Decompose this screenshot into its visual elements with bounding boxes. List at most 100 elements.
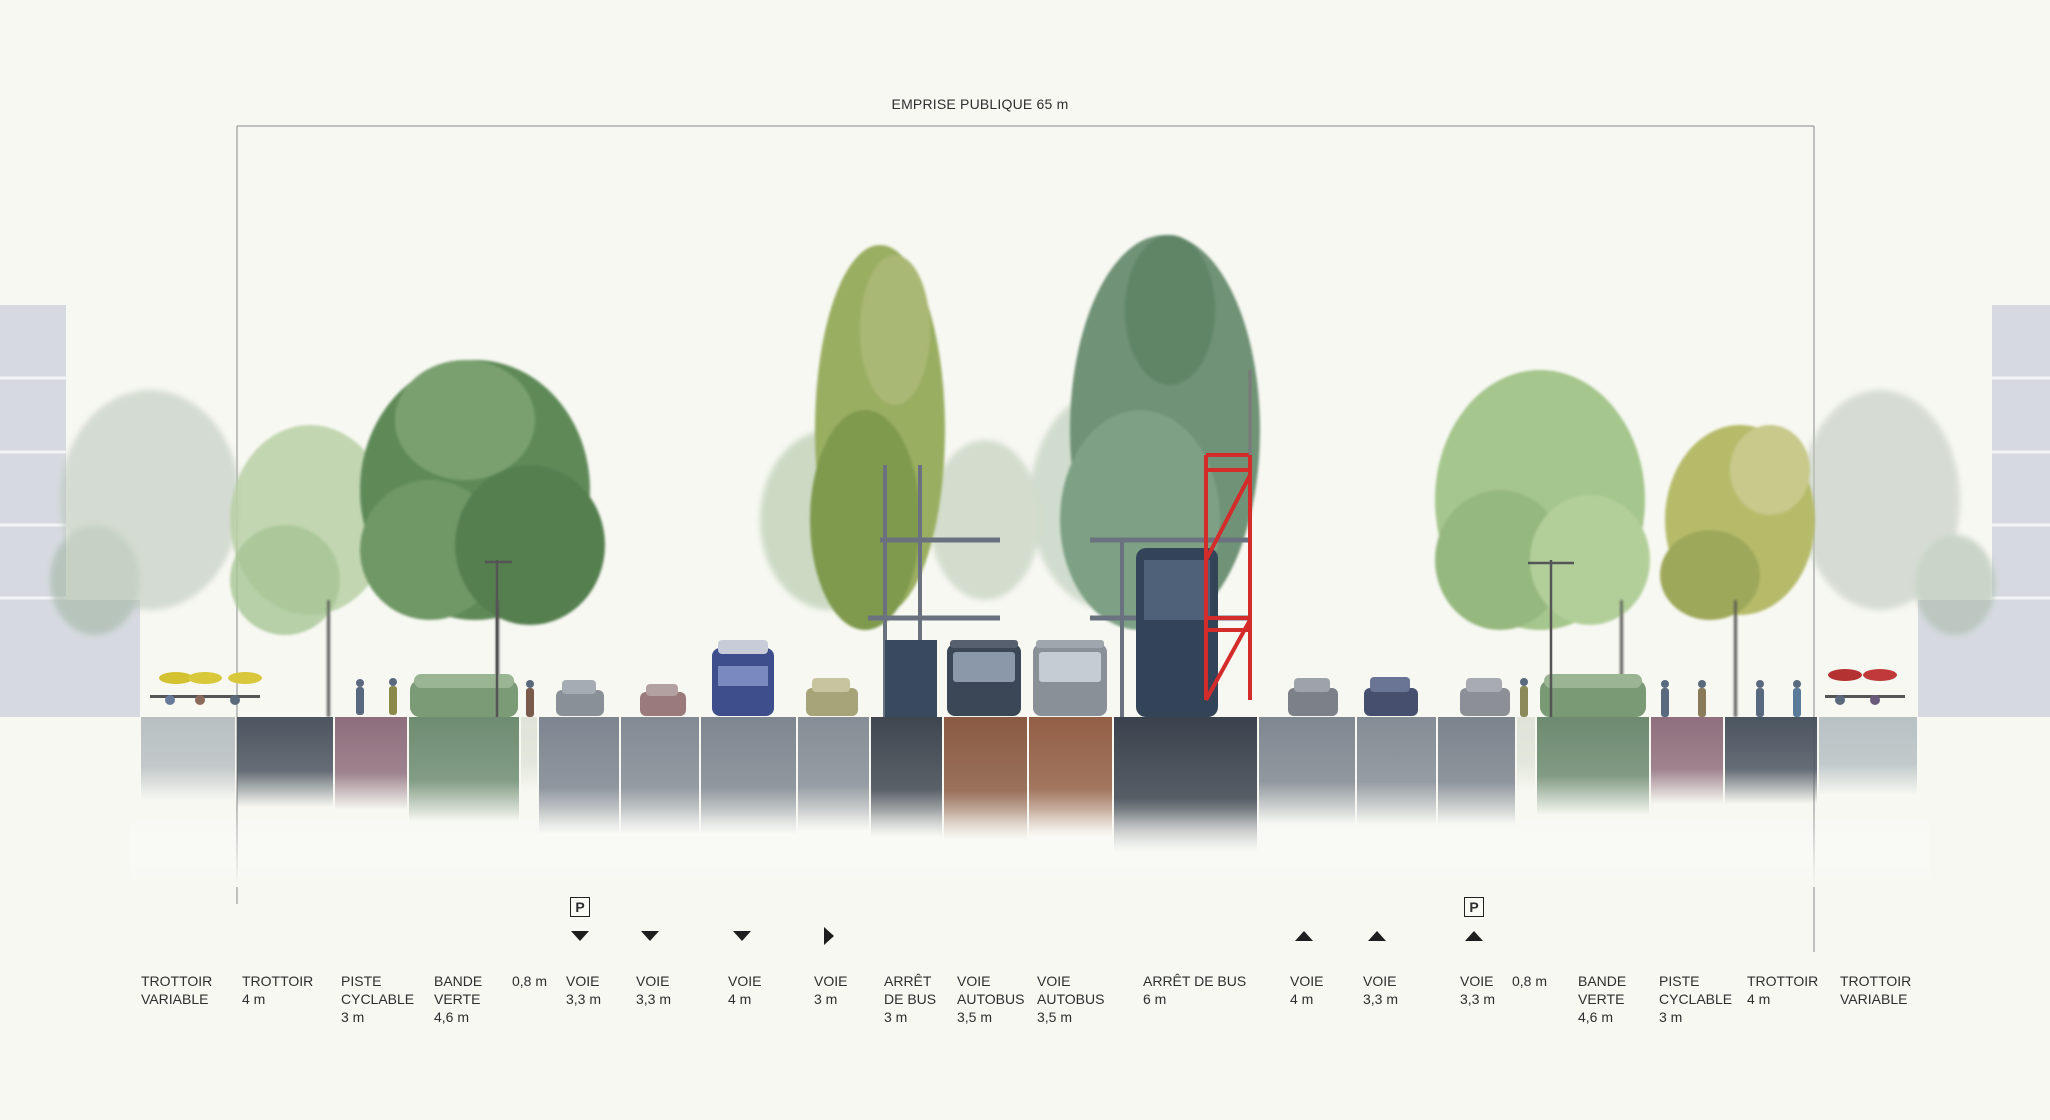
segment-label-line: TROTTOIR: [1840, 973, 1912, 989]
segment-label-line: 6 m: [1143, 991, 1167, 1007]
segment-label: TROTTOIR VARIABLE: [141, 972, 212, 1008]
segment-label-line: VOIE: [1363, 973, 1397, 989]
segment-label: BANDE VERTE 4,6 m: [1578, 972, 1626, 1026]
segment-label: BANDE VERTE 4,6 m: [434, 972, 482, 1026]
parking-sign: P: [570, 897, 590, 917]
segment-label: TROTTOIR VARIABLE: [1840, 972, 1911, 1008]
segment-label: VOIE AUTOBUS 3,5 m: [957, 972, 1024, 1026]
segment-label-line: 3 m: [884, 1009, 908, 1025]
segment-label: 0,8 m: [1512, 972, 1547, 990]
segment-label-line: VARIABLE: [141, 991, 209, 1007]
segment-label-line: CYCLABLE: [341, 991, 415, 1007]
segment-label-line: 4,6 m: [1578, 1009, 1614, 1025]
segment-label-line: 3 m: [341, 1009, 365, 1025]
strip-fade: [130, 717, 1930, 887]
segment-label-line: VOIE: [636, 973, 670, 989]
segment-label: TROTTOIR 4 m: [242, 972, 313, 1008]
segment-label-line: 4 m: [1747, 991, 1771, 1007]
segment-label-line: VERTE: [1578, 991, 1625, 1007]
emprise-title: EMPRISE PUBLIQUE 65 m: [891, 96, 1069, 112]
segment-label-line: 4 m: [1290, 991, 1314, 1007]
direction-arrow-up: [1295, 931, 1313, 941]
direction-arrow-down: [733, 931, 751, 941]
cafe-terrace-left: [150, 672, 262, 705]
segment-label-line: 3 m: [814, 991, 838, 1007]
bus-stop-shelter-right: [1090, 537, 1250, 717]
segment-label-line: VOIE: [1037, 973, 1071, 989]
tree-right-yellow: [1660, 425, 1815, 717]
segment-label-line: 4 m: [242, 991, 266, 1007]
direction-arrow-down: [641, 931, 659, 941]
signal-mast: [1204, 370, 1252, 701]
segment-label-line: 3,5 m: [957, 1009, 993, 1025]
segment-label-line: 0,8 m: [1512, 973, 1548, 989]
segment-label: VOIE 3,3 m: [1460, 972, 1495, 1008]
bus-stop-shelter-left: [868, 465, 1000, 717]
tree-center-left: [810, 245, 945, 630]
segment-label: 0,8 m: [512, 972, 547, 990]
segment-label-line: AUTOBUS: [957, 991, 1025, 1007]
segment-label-line: 4 m: [728, 991, 752, 1007]
segment-label-line: 3,3 m: [636, 991, 672, 1007]
segment-label-line: VOIE: [814, 973, 848, 989]
segment-label-line: 3 m: [1659, 1009, 1683, 1025]
segment-label-line: VERTE: [434, 991, 481, 1007]
segment-label-line: TROTTOIR: [1747, 973, 1819, 989]
segment-label: VOIE AUTOBUS 3,5 m: [1037, 972, 1104, 1026]
car-parked-left: [556, 680, 604, 716]
bus-left: [947, 640, 1021, 716]
tree-left-large: [360, 360, 605, 717]
segment-label: VOIE 3 m: [814, 972, 847, 1008]
segment-label-line: TROTTOIR: [242, 973, 314, 989]
segment-label-line: VOIE: [957, 973, 991, 989]
segment-label-line: TROTTOIR: [141, 973, 213, 989]
segment-label-line: CYCLABLE: [1659, 991, 1733, 1007]
segment-label-line: 4,6 m: [434, 1009, 470, 1025]
car-lane-4: [806, 678, 858, 716]
street-lamp-right: [1528, 560, 1574, 717]
segment-label: VOIE 3,3 m: [636, 972, 671, 1008]
segment-label-line: BANDE: [1578, 973, 1627, 989]
segment-label-line: BANDE: [434, 973, 483, 989]
segment-label-line: VOIE: [728, 973, 762, 989]
pedestrians: [356, 678, 1801, 717]
segment-label-line: DE BUS: [884, 991, 937, 1007]
car-right-lane-2: [1364, 677, 1418, 716]
segment-label-line: 3,3 m: [1363, 991, 1399, 1007]
segment-label: TROTTOIR 4 m: [1747, 972, 1818, 1008]
segment-label-line: ARRÊT DE BUS: [1143, 973, 1247, 989]
car-parked-right: [1460, 678, 1510, 716]
segment-label-line: 3,3 m: [566, 991, 602, 1007]
segment-label: VOIE 3,3 m: [566, 972, 601, 1008]
segment-label-line: VARIABLE: [1840, 991, 1908, 1007]
hedge-left: [410, 674, 518, 717]
segment-label-line: VOIE: [1460, 973, 1494, 989]
segment-label: VOIE 3,3 m: [1363, 972, 1398, 1008]
cafe-terrace-right: [1825, 669, 1905, 705]
segment-label: ARRÊT DE BUS 6 m: [1143, 972, 1246, 1008]
segment-label-line: ARRÊT: [884, 973, 932, 989]
segment-label-line: AUTOBUS: [1037, 991, 1105, 1007]
car-lane-2: [640, 684, 686, 716]
bus-right: [1033, 640, 1107, 716]
hedge-right: [1540, 674, 1646, 717]
direction-arrow-right: [824, 927, 834, 945]
direction-arrows: [571, 927, 1483, 945]
direction-arrow-down: [571, 931, 589, 941]
direction-arrow-up: [1368, 931, 1386, 941]
segment-label-line: 3,3 m: [1460, 991, 1496, 1007]
segment-label: VOIE 4 m: [728, 972, 761, 1008]
segment-label: ARRÊT DE BUS 3 m: [884, 972, 936, 1026]
van-lane-3: [712, 640, 774, 716]
road-segments: [130, 717, 1930, 887]
tree-right-large: [1435, 370, 1650, 717]
segment-label-line: VOIE: [1290, 973, 1324, 989]
segment-label-line: VOIE: [566, 973, 600, 989]
street-lamp-left: [485, 560, 512, 717]
direction-arrow-up: [1465, 931, 1483, 941]
segment-label-line: 3,5 m: [1037, 1009, 1073, 1025]
